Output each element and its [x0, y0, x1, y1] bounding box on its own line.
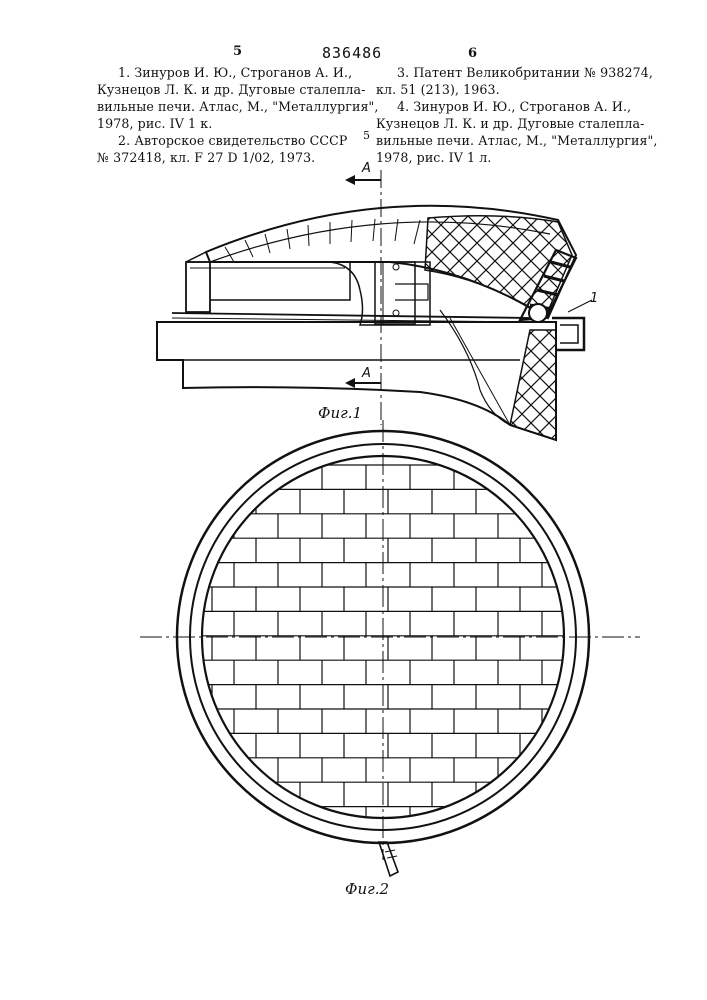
ring-roller: [529, 304, 547, 322]
figure-2-caption: Фиг.2: [345, 880, 389, 898]
spout: [379, 842, 398, 876]
furnace-shell: [157, 322, 556, 440]
callout-number: 1: [590, 291, 598, 306]
section-label-a-top: A: [362, 161, 371, 176]
section-label-a-bottom: A: [362, 366, 371, 381]
figure-1-caption: Фиг.1: [318, 404, 362, 422]
callout-leader: [568, 300, 592, 312]
